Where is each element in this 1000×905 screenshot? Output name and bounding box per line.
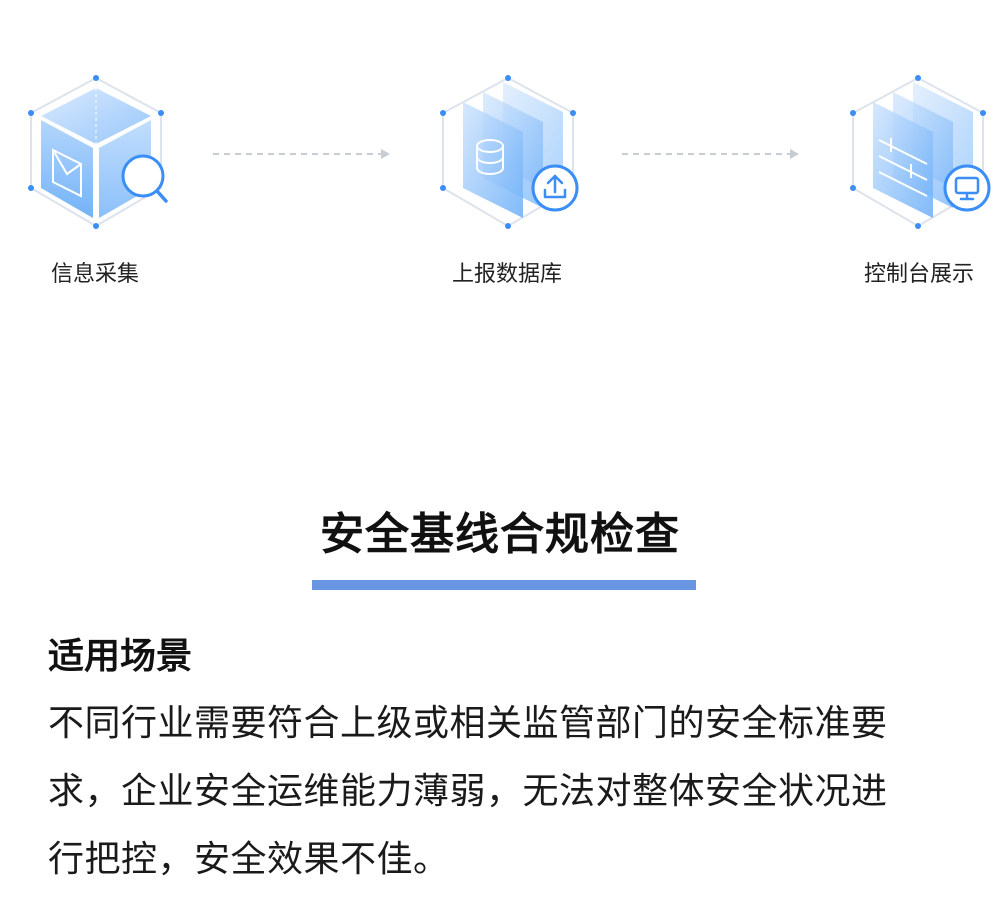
flow-step-collection: 信息采集 xyxy=(5,68,185,298)
flow-step-upload: 上报数据库 xyxy=(417,68,597,298)
scenario-line: 不同行业需要符合上级或相关监管部门的安全标准要 xyxy=(48,703,888,744)
database-upload-icon xyxy=(440,75,579,229)
flow-step-console: 控制台展示 xyxy=(827,68,1000,298)
flow-step-label: 上报数据库 xyxy=(451,262,562,287)
scenario-heading: 适用场景 xyxy=(48,636,193,677)
title-underline xyxy=(312,580,696,590)
dashed-arrow-right-icon xyxy=(213,146,390,162)
flow-step-label: 信息采集 xyxy=(50,262,139,287)
collection-cube-search-icon xyxy=(28,75,168,229)
scenario-line: 行把控，安全效果不佳。 xyxy=(48,839,450,880)
scenario-description: 不同行业需要符合上级或相关监管部门的安全标准要 求，企业安全运维能力薄弱，无法对… xyxy=(48,690,978,894)
scenario-line: 求，企业安全运维能力薄弱，无法对整体安全状况进 xyxy=(48,771,888,812)
section-title: 安全基线合规检查 xyxy=(320,509,680,560)
process-flow: 信息采集 xyxy=(0,0,1000,320)
dashed-arrow-right-icon xyxy=(622,146,799,162)
console-monitor-icon xyxy=(850,75,991,229)
flow-step-label: 控制台展示 xyxy=(863,262,974,287)
